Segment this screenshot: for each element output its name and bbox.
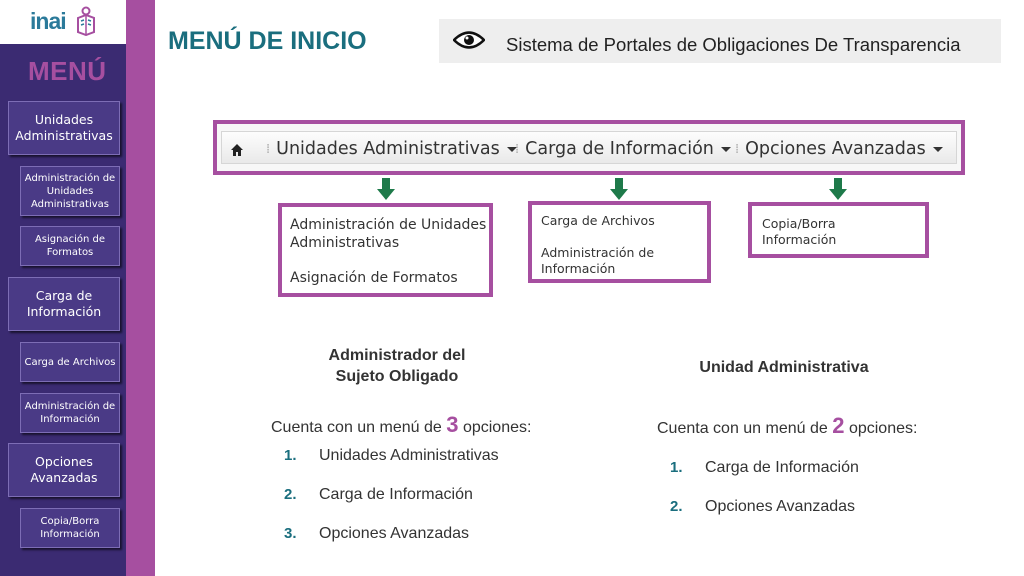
list-number: 2. (670, 498, 683, 515)
dropdown-item-copia-borra-cont[interactable]: Información (762, 232, 837, 247)
grip-icon: ⁞ (515, 141, 519, 157)
caret-down-icon (720, 146, 731, 152)
dropdown-item-administracion-unidades-cont[interactable]: Administrativas (290, 235, 400, 251)
list-number: 2. (284, 486, 297, 503)
sidebar-item-asignacion-formatos[interactable]: Asignación de Formatos (20, 226, 120, 266)
system-name: Sistema de Portales de Obligaciones De T… (506, 34, 961, 55)
nav-label: Carga de Información (525, 139, 714, 159)
list-item: Carga de Información (705, 459, 859, 476)
caret-down-icon (506, 146, 517, 152)
list-item: Opciones Avanzadas (319, 525, 470, 542)
list-item: Unidades Administrativas (319, 447, 499, 464)
dropdown-unidades: Administración de Unidades Administrativ… (278, 203, 493, 297)
sidebar-item-administracion-unidades[interactable]: Administración de Unidades Administrativ… (20, 166, 120, 216)
home-icon[interactable] (230, 143, 244, 157)
grip-icon: ⁞ (266, 141, 270, 157)
nav-carga-informacion[interactable]: ⁞ Carga de Información (515, 139, 731, 159)
system-banner (439, 19, 1001, 63)
right-column-heading: Unidad Administrativa (699, 359, 869, 376)
sidebar-item-opciones-avanzadas[interactable]: Opciones Avanzadas (8, 443, 120, 497)
logo: inai (0, 0, 126, 44)
nav-opciones-avanzadas[interactable]: ⁞ Opciones Avanzadas (735, 139, 943, 159)
count-number: 2 (832, 413, 845, 438)
dropdown-opciones: Copia/Borra Información (748, 202, 929, 258)
dropdown-item-carga-archivos[interactable]: Carga de Archivos (541, 213, 655, 228)
right-count-line: Cuenta con un menú de 2 opciones: (657, 413, 917, 439)
count-suffix: opciones: (462, 419, 532, 436)
sidebar-item-copia-borra[interactable]: Copia/Borra Información (20, 508, 120, 548)
sidebar-item-unidades-administrativas[interactable]: Unidades Administrativas (8, 101, 120, 155)
dropdown-item-administracion-informacion[interactable]: Administración de (541, 245, 655, 260)
heading-line: Sujeto Obligado (335, 368, 459, 385)
list-number: 1. (284, 447, 297, 464)
dropdown-carga: Carga de Archivos Administración de Info… (528, 201, 711, 283)
list-number: 3. (284, 525, 297, 542)
left-count-line: Cuenta con un menú de 3 opciones: (271, 412, 531, 438)
dropdown-item-administracion-unidades[interactable]: Administración de Unidades (290, 217, 487, 233)
caret-down-icon (932, 146, 943, 152)
sidebar-item-administracion-informacion[interactable]: Administración de Información (20, 393, 120, 433)
list-item: Carga de Información (319, 486, 473, 503)
logo-text: inai (30, 8, 67, 34)
count-suffix: opciones: (848, 420, 918, 437)
dropdown-item-copia-borra[interactable]: Copia/Borra (762, 216, 836, 231)
count-prefix: Cuenta con un menú de (657, 420, 828, 437)
grip-icon: ⁞ (735, 141, 739, 157)
logo-icon (77, 6, 95, 36)
left-column-heading: Administrador del Sujeto Obligado (297, 345, 497, 387)
sidebar-item-carga-archivos[interactable]: Carga de Archivos (20, 342, 120, 382)
nav-label: Unidades Administrativas (276, 139, 500, 159)
sidebar-menu-title: MENÚ (28, 56, 107, 86)
list-item: Opciones Avanzadas (705, 498, 856, 515)
heading-line: Administrador del (328, 347, 466, 364)
list-number: 1. (670, 459, 683, 476)
arrow-down-icon (610, 178, 628, 200)
nav-unidades-administrativas[interactable]: ⁞ Unidades Administrativas (266, 139, 517, 159)
arrow-down-icon (829, 178, 847, 200)
dropdown-item-asignacion-formatos[interactable]: Asignación de Formatos (290, 270, 458, 286)
count-prefix: Cuenta con un menú de (271, 419, 442, 436)
count-number: 3 (446, 412, 459, 437)
navbar-example (213, 120, 965, 175)
dropdown-item-administracion-informacion-cont[interactable]: Información (541, 261, 616, 276)
sidebar-item-carga-informacion[interactable]: Carga de Información (8, 277, 120, 331)
navbar-inner (221, 131, 957, 164)
eye-icon (453, 31, 485, 49)
accent-strip (126, 0, 155, 576)
arrow-down-icon (377, 178, 395, 200)
page-title: MENÚ DE INICIO (168, 27, 367, 55)
nav-label: Opciones Avanzadas (745, 139, 926, 159)
